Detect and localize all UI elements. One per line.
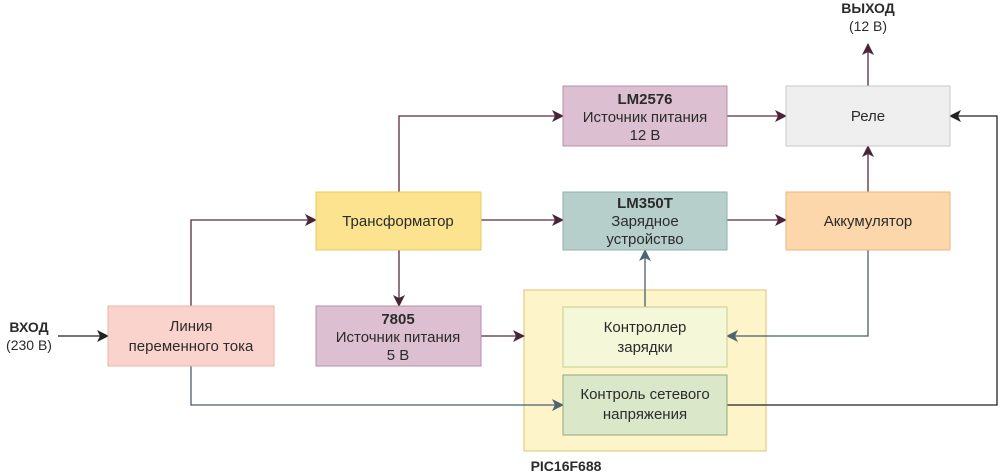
charge-controller-label-2: зарядки [617, 339, 672, 356]
input-label: ВХОД (230 В) [6, 319, 52, 353]
ac-line-label-2: переменного тока [129, 338, 254, 355]
ps12-title: LM2576 [617, 91, 672, 108]
ps5-title: 7805 [381, 311, 414, 328]
mains-control-label-1: Контроль сетевого [580, 386, 709, 403]
battery-label: Аккумулятор [824, 213, 913, 230]
battery-block: Аккумулятор [785, 191, 951, 251]
charger-block: LM350T Зарядное устройство [562, 191, 728, 251]
ps12-block: LM2576 Источник питания 12 В [562, 85, 728, 147]
ps12-label-1: Источник питания [583, 109, 708, 126]
ac-line-block: Линия переменного тока [107, 305, 275, 367]
ps12-label-2: 12 В [630, 127, 661, 144]
output-value: (12 В) [849, 18, 887, 34]
output-label: ВЫХОД (12 В) [841, 0, 894, 34]
charger-label-1: Зарядное [611, 213, 678, 230]
mcu-label: PIC16F688 [531, 458, 602, 474]
transformer-label: Трансформатор [342, 213, 454, 230]
transformer-block: Трансформатор [315, 191, 482, 251]
ac-line-label-1: Линия [169, 318, 212, 335]
ps5-block: 7805 Источник питания 5 В [315, 305, 482, 367]
charge-controller-block: Контроллер зарядки [562, 306, 728, 368]
input-value: (230 В) [6, 337, 52, 353]
mains-control-label-2: напряжения [603, 406, 687, 423]
input-title: ВХОД [9, 319, 48, 335]
charge-controller-label-1: Контроллер [604, 319, 687, 336]
relay-label: Реле [851, 108, 885, 125]
mains-control-block: Контроль сетевого напряжения [562, 374, 728, 436]
ps5-label-2: 5 В [387, 347, 410, 364]
ps5-label-1: Источник питания [336, 329, 461, 346]
output-title: ВЫХОД [841, 0, 894, 16]
charger-title: LM350T [617, 195, 673, 212]
connections [58, 43, 998, 411]
charger-label-2: устройство [606, 231, 683, 248]
relay-block: Реле [785, 85, 951, 147]
